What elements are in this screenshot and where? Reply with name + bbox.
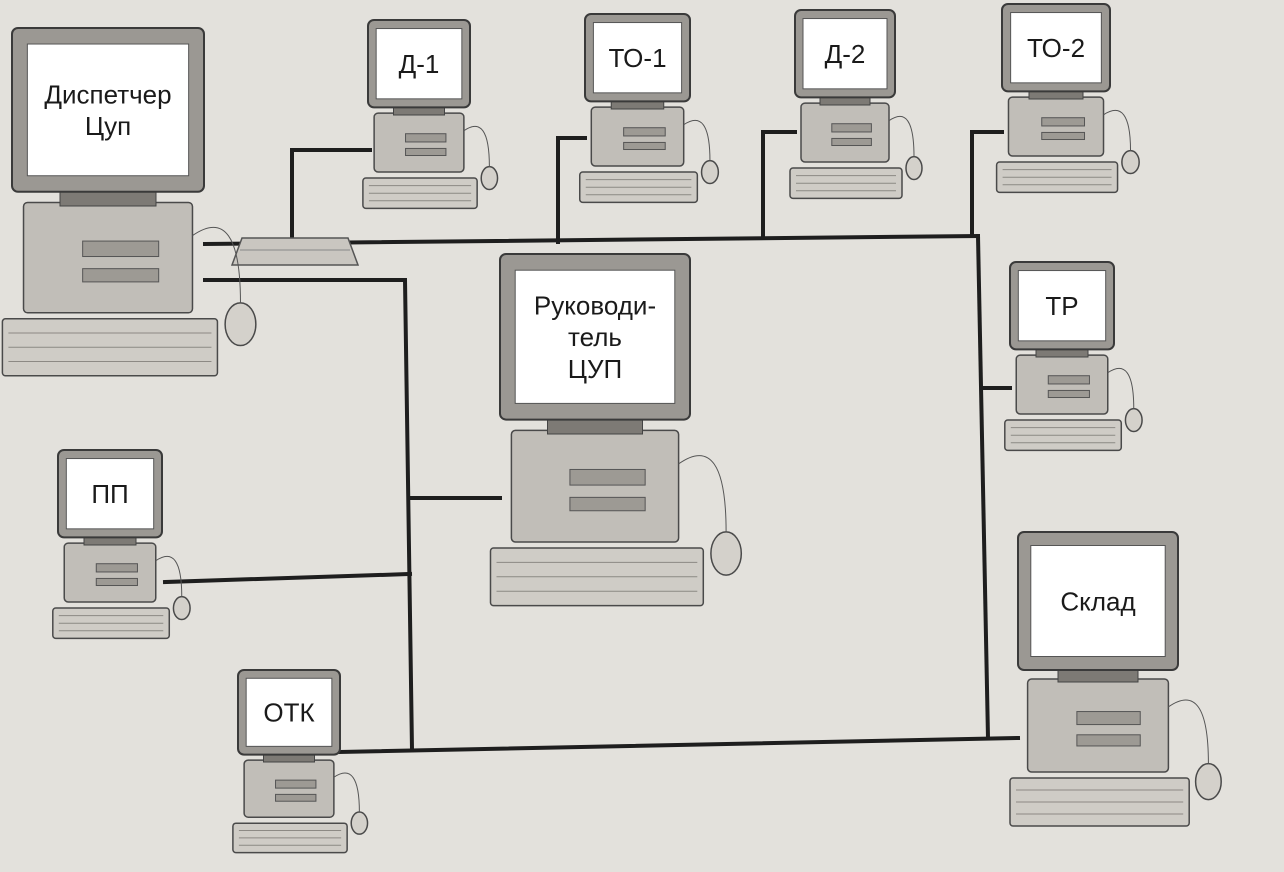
drive-bay xyxy=(275,779,317,789)
workstation-label: Цуп xyxy=(85,111,131,141)
monitor-screen xyxy=(592,22,683,94)
drive-bay xyxy=(1047,389,1090,399)
workstation-label: Руководи- xyxy=(534,290,656,320)
drive-bay xyxy=(831,137,872,147)
drive-bay xyxy=(623,141,666,151)
monitor-screen xyxy=(26,43,190,177)
computer-case xyxy=(22,201,194,314)
workstation-label: Д-2 xyxy=(825,39,866,69)
drive-bay xyxy=(95,577,138,587)
workstation-label: ПП xyxy=(91,479,128,509)
workstation-label: Д-1 xyxy=(399,49,440,79)
monitor-screen xyxy=(65,458,155,530)
computer-case xyxy=(1015,354,1109,415)
mouse xyxy=(350,811,369,835)
mouse-cable xyxy=(683,119,711,161)
drive-bay xyxy=(569,496,646,512)
drive-bay xyxy=(1076,734,1141,747)
workstation-sklad: Склад xyxy=(1009,531,1222,827)
mouse xyxy=(172,595,191,621)
workstation-d2: Д-2 xyxy=(789,9,923,200)
monitor-screen xyxy=(1017,270,1107,342)
workstation-to2: ТО-2 xyxy=(995,3,1140,194)
computer-case xyxy=(243,759,335,818)
network-cables xyxy=(162,130,1021,755)
drive-bay xyxy=(82,240,160,258)
workstation-label: ОТК xyxy=(263,698,314,728)
workstation-label: ЦУП xyxy=(568,354,622,384)
computer-case xyxy=(373,112,465,173)
mouse xyxy=(224,302,257,347)
monitor-screen xyxy=(1030,545,1166,657)
computer-case xyxy=(800,102,890,163)
cable-right-vertical xyxy=(975,233,991,741)
cable-to-to2 xyxy=(970,130,1004,238)
monitor-screen xyxy=(514,269,676,404)
drive-bay xyxy=(405,147,447,157)
mouse xyxy=(1121,149,1140,175)
computer-case xyxy=(590,106,685,167)
mouse xyxy=(480,165,499,191)
mouse-cable xyxy=(333,772,360,813)
drive-bay xyxy=(1047,375,1090,385)
workstation-d1: Д-1 xyxy=(362,19,499,210)
workstation-pp: ПП xyxy=(52,449,191,640)
cable-to-d2 xyxy=(761,130,797,240)
workstation-label: ТО-1 xyxy=(608,43,666,73)
mouse-cable xyxy=(192,226,241,303)
workstation-tr: ТР xyxy=(1004,261,1143,452)
monitor-screen xyxy=(802,18,888,90)
mouse-cable xyxy=(888,115,915,157)
drive-bay xyxy=(82,268,160,283)
computer-case xyxy=(1007,96,1105,157)
drive-bay xyxy=(1041,131,1086,141)
drive-bay xyxy=(95,563,138,573)
drive-bay xyxy=(831,123,872,133)
workstation-label: ТО-2 xyxy=(1027,33,1085,63)
drive-bay xyxy=(405,133,447,143)
mouse-cable xyxy=(155,555,183,597)
mouse-cable xyxy=(463,125,490,167)
mouse-cable xyxy=(678,455,727,532)
drive-bay xyxy=(623,127,666,137)
monitor-screen xyxy=(375,28,463,100)
workstation-otk: ОТК xyxy=(232,669,369,854)
workstation-to1: ТО-1 xyxy=(579,13,720,204)
mouse xyxy=(700,159,720,185)
drive-bay xyxy=(275,793,317,802)
cable-to-pp xyxy=(162,571,413,585)
mouse xyxy=(1124,407,1143,433)
monitor-screen xyxy=(1010,12,1102,84)
drive-bay xyxy=(1041,117,1086,127)
workstation-label: ТР xyxy=(1045,291,1078,321)
mouse-cable xyxy=(1103,109,1132,151)
mouse-cable xyxy=(1168,699,1209,764)
computer-case xyxy=(510,429,680,543)
cable-main-bottom xyxy=(337,735,1021,755)
drive-bay xyxy=(569,468,646,486)
monitor-screen xyxy=(245,677,333,747)
mouse xyxy=(710,531,743,576)
mouse xyxy=(905,155,923,181)
workstation-label: тель xyxy=(568,322,622,352)
mouse-cable xyxy=(1107,367,1135,409)
cable-dispatcher-loop xyxy=(203,278,415,753)
drive-bay xyxy=(1076,711,1141,726)
computer-case xyxy=(63,542,157,603)
cable-to-to1 xyxy=(556,136,587,244)
workstation-label: Склад xyxy=(1060,586,1135,616)
extra-keyboard xyxy=(230,237,360,266)
mouse xyxy=(1194,762,1222,801)
cable-to-d1 xyxy=(290,148,372,246)
workstation-label: Диспетчер xyxy=(44,79,171,109)
computer-case xyxy=(1026,678,1170,773)
